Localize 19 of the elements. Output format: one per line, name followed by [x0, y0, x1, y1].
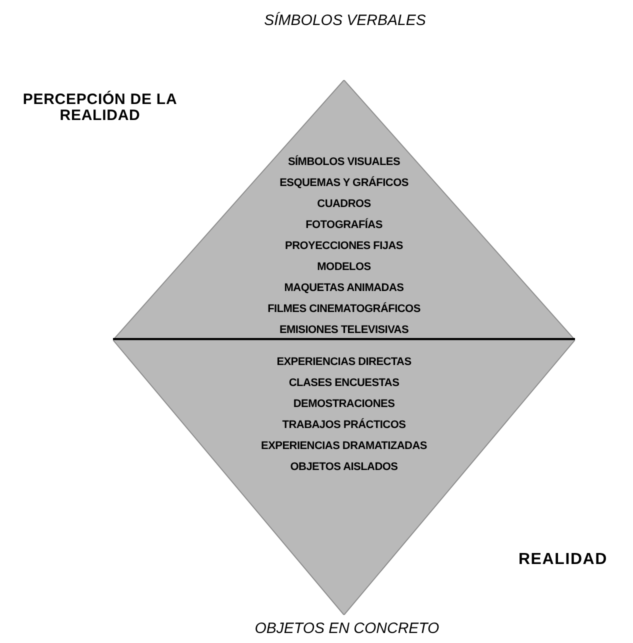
- side-label: PERCEPCIÓN DE LA REALIDAD: [22, 92, 178, 124]
- list-item-text: OBJETOS AISLADOS: [290, 461, 398, 474]
- list-item-text: SÍMBOLOS VISUALES: [288, 156, 400, 169]
- side-label: REALIDAD: [517, 550, 609, 570]
- list-item-text: ESQUEMAS Y GRÁFICOS: [280, 177, 408, 190]
- list-item-text: PROYECCIONES FIJAS: [285, 240, 403, 253]
- list-item-text: TRABAJOS PRÁCTICOS: [282, 419, 406, 432]
- list-item-text: EMISIONES TELEVISIVAS: [279, 324, 409, 337]
- list-item-text: MODELOS: [317, 261, 371, 274]
- pole-label: SÍMBOLOS VERBALES: [263, 11, 427, 31]
- list-item-text: EXPERIENCIAS DIRECTAS: [276, 356, 412, 369]
- list-item-text: EXPERIENCIAS DRAMATIZADAS: [261, 440, 427, 453]
- list-item-text: MAQUETAS ANIMADAS: [284, 282, 404, 295]
- list-item-text: FOTOGRAFÍAS: [306, 219, 382, 232]
- pole-label: OBJETOS EN CONCRETO: [254, 619, 440, 639]
- list-item-text: DEMOSTRACIONES: [293, 398, 395, 411]
- list-item-text: FILMES CINEMATOGRÁFICOS: [268, 303, 420, 316]
- list-item-text: CUADROS: [317, 198, 371, 211]
- list-item-text: CLASES ENCUESTAS: [288, 377, 400, 390]
